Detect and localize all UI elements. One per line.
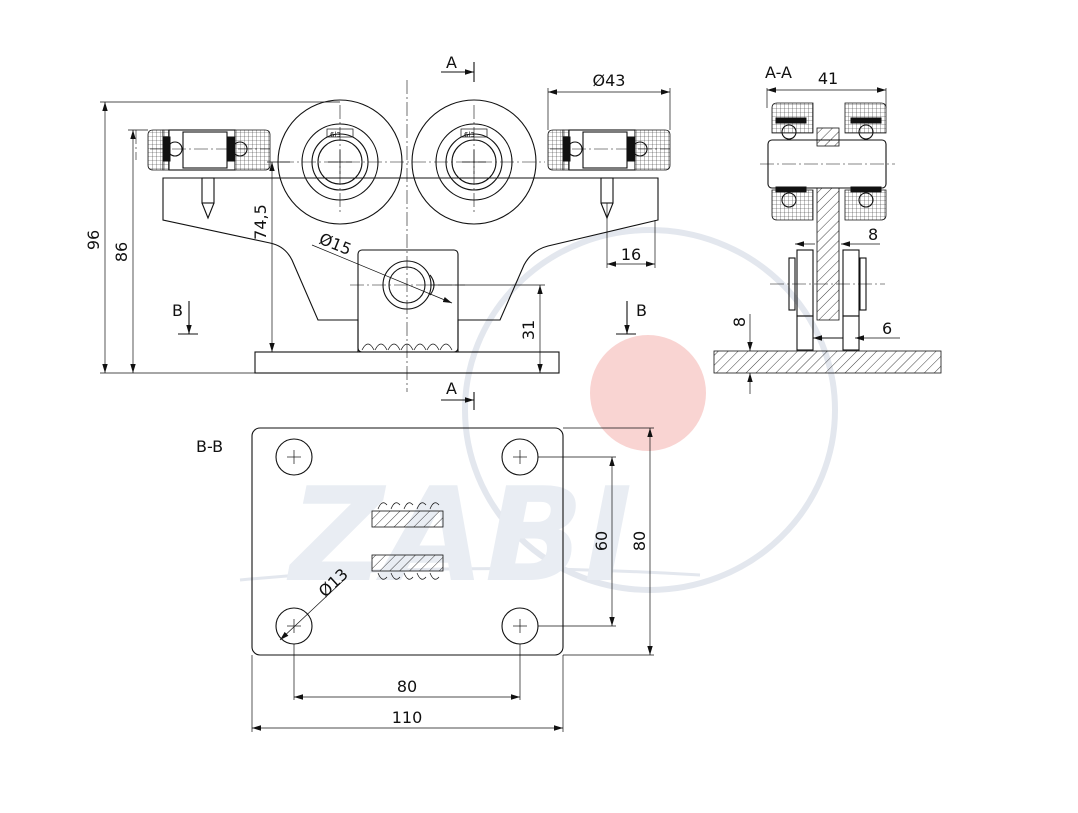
weld-symbol [361, 343, 453, 351]
dim-16: 16 [621, 245, 641, 264]
pin-circle-inner [388, 266, 426, 304]
watermark-swoosh [239, 567, 701, 582]
dim-86: 86 [112, 242, 131, 262]
dim-plate-height-80: 80 [630, 531, 649, 551]
watermark-logo-text: ZABI [286, 459, 632, 611]
pin-block [357, 249, 459, 353]
mounting-plate [251, 427, 564, 656]
section-b-b-view: B-B Ø13 80 [196, 427, 654, 732]
svg-text:6l3: 6l3 [330, 131, 341, 139]
dim-74-5: 74,5 [251, 204, 270, 240]
mounting-hole [501, 607, 539, 645]
section-a-a-title: A-A [765, 63, 792, 82]
dim-web-8: 8 [868, 225, 878, 244]
dim-31: 31 [519, 320, 538, 340]
front-view: 6l3 6l3 [84, 53, 671, 410]
trolley-body [162, 177, 659, 353]
section-a-bottom-label: A [446, 379, 457, 398]
dim-plate-8: 8 [730, 317, 749, 327]
section-a-a-view: A-A 41 [713, 63, 942, 394]
dim-41: 41 [818, 69, 838, 88]
section-base-plate [713, 350, 942, 374]
watermark: ZABI [239, 227, 838, 611]
watermark-red-circle [590, 335, 706, 451]
weld-strip-top [371, 510, 444, 528]
section-b-b-title: B-B [196, 437, 223, 456]
weld-strip-bottom [371, 554, 444, 572]
left-guide-roller [147, 129, 271, 220]
dim-hole-spacing-80: 80 [397, 677, 417, 696]
section-web [816, 127, 840, 147]
section-a-top-label: A [446, 53, 457, 72]
dim-96: 96 [84, 230, 103, 250]
dim-hole-spacing-60: 60 [592, 531, 611, 551]
dim-diameter-43: Ø43 [593, 71, 626, 90]
section-b-left-label: B [172, 301, 183, 320]
right-guide-roller [547, 129, 671, 220]
dim-110: 110 [392, 708, 423, 727]
section-b-right-label: B [636, 301, 647, 320]
svg-text:6l3: 6l3 [464, 131, 475, 139]
dim-6: 6 [882, 319, 892, 338]
mounting-hole [275, 438, 313, 476]
right-wheel [411, 99, 537, 225]
